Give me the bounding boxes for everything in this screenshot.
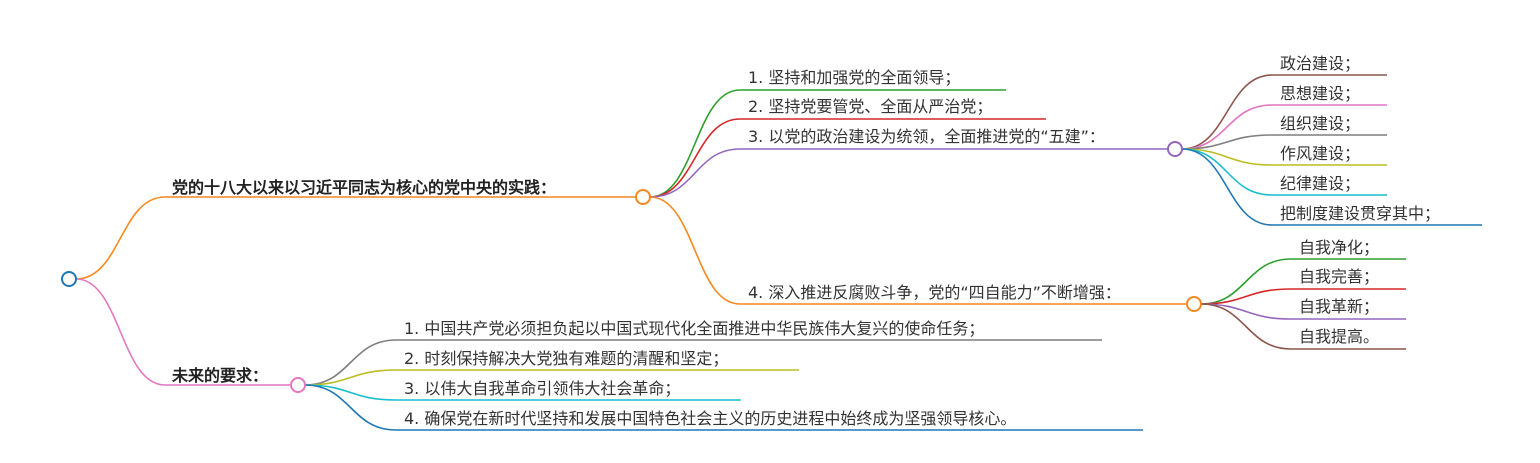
link-construction-1 — [1181, 74, 1387, 150]
future-item-3[interactable]: 3. 以伟大自我革命引领伟大社会革命； — [404, 379, 680, 398]
five-constructions-node-circle[interactable] — [1167, 141, 1183, 157]
link-future-item-3 — [304, 384, 741, 401]
link-construction-4 — [1181, 148, 1387, 166]
four-self-node-circle[interactable] — [1186, 296, 1202, 312]
future-item-1[interactable]: 1. 中国共产党必须担负起以中国式现代化全面推进中华民族伟大复兴的使命任务； — [404, 319, 984, 338]
link-self-3 — [1200, 303, 1406, 320]
practice-item-2[interactable]: 2. 坚持党要管党、全面从严治党； — [748, 97, 992, 116]
branch-future-label[interactable]: 未来的要求： — [171, 366, 268, 385]
future-node-circle[interactable] — [290, 377, 306, 393]
link-future-item-2 — [304, 369, 799, 386]
practice-item-3[interactable]: 3. 以党的政治建设为统领，全面推进党的“五建”： — [748, 127, 1105, 146]
node-circles — [61, 141, 1202, 393]
link-root-future — [75, 278, 298, 386]
link-root-practice — [75, 196, 643, 280]
node-labels: 党的十八大以来以习近平同志为核心的党中央的实践： 1. 坚持和加强党的全面领导；… — [171, 54, 1440, 428]
construction-institutional[interactable]: 把制度建设贯穿其中； — [1280, 204, 1440, 223]
future-item-4[interactable]: 4. 确保党在新时代坚持和发展中国特色社会主义的历史进程中始终成为坚强领导核心。 — [404, 409, 1016, 428]
link-future-item-1 — [304, 339, 1102, 386]
construction-political[interactable]: 政治建设； — [1280, 54, 1360, 73]
branch-practice-label[interactable]: 党的十八大以来以习近平同志为核心的党中央的实践： — [172, 178, 556, 197]
construction-discipline[interactable]: 纪律建设； — [1280, 174, 1360, 193]
construction-ideological[interactable]: 思想建设； — [1280, 84, 1360, 103]
self-enhancement[interactable]: 自我提高。 — [1299, 327, 1379, 346]
link-construction-6 — [1181, 148, 1482, 226]
link-construction-3 — [1181, 134, 1387, 150]
self-improvement[interactable]: 自我完善； — [1299, 267, 1379, 286]
link-self-2 — [1200, 288, 1406, 305]
construction-organizational[interactable]: 组织建设； — [1280, 114, 1360, 133]
future-item-2[interactable]: 2. 时刻保持解决大党独有难题的清醒和坚定； — [404, 349, 728, 368]
link-self-4 — [1200, 303, 1406, 350]
root-node-circle[interactable] — [61, 271, 77, 287]
link-practice-item-1 — [649, 89, 1006, 198]
practice-item-4[interactable]: 4. 深入推进反腐败斗争，党的“四自能力”不断增强： — [748, 283, 1121, 302]
self-reform[interactable]: 自我革新； — [1299, 297, 1379, 316]
link-construction-2 — [1181, 104, 1387, 150]
self-purification[interactable]: 自我净化； — [1299, 238, 1379, 257]
practice-item-1[interactable]: 1. 坚持和加强党的全面领导； — [748, 68, 960, 87]
construction-conduct[interactable]: 作风建设； — [1280, 144, 1360, 163]
link-self-1 — [1200, 258, 1406, 305]
connector-lines — [75, 74, 1482, 431]
link-practice-item-3 — [649, 148, 1175, 198]
practice-node-circle[interactable] — [635, 189, 651, 205]
link-future-item-4 — [304, 384, 1143, 431]
link-construction-5 — [1181, 148, 1387, 196]
link-practice-item-4 — [649, 196, 1194, 305]
link-practice-item-2 — [649, 118, 1046, 198]
